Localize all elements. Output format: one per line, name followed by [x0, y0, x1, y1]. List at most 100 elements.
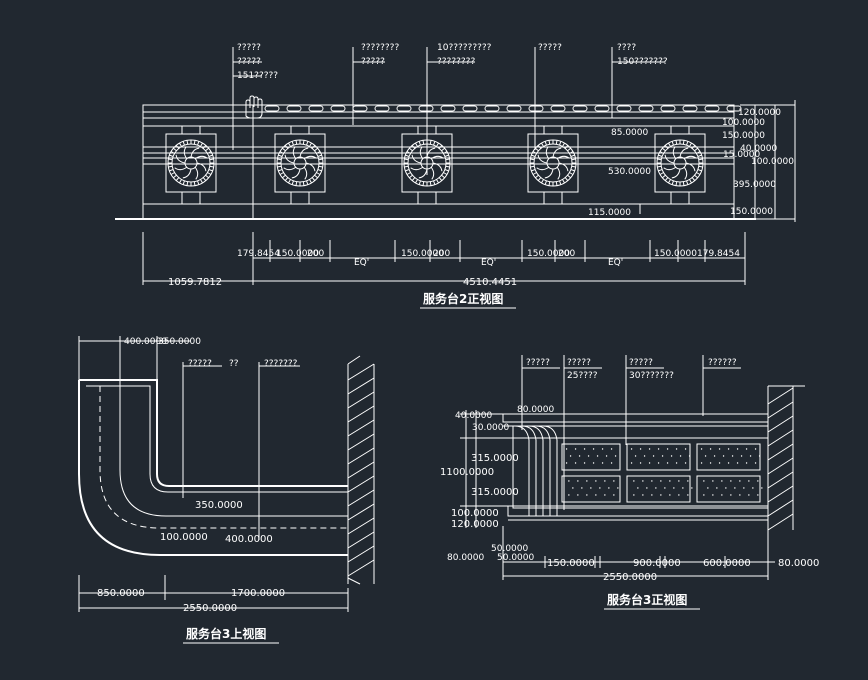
medallion-tick: [555, 140, 558, 145]
medallion-tick: [314, 174, 318, 179]
medallion-tick: [531, 169, 536, 172]
medallion-tick: [186, 140, 189, 145]
panel-dot: [565, 448, 568, 450]
medallion-petal: [283, 166, 297, 171]
panel-dot: [583, 462, 586, 464]
callout-f3-2: ?????: [567, 358, 591, 368]
panel-dot: [679, 455, 682, 457]
medallion-tick: [562, 142, 565, 147]
callout-f2-5: ?????: [361, 57, 385, 67]
medallion-tick: [205, 174, 209, 179]
medallion-tick: [409, 147, 413, 152]
panel-dot: [700, 462, 703, 464]
panel-dot: [583, 448, 586, 450]
panel-dot: [743, 487, 745, 489]
wall-hatch: [347, 363, 375, 381]
wall-hatch: [347, 447, 375, 465]
medallion-petal: [685, 162, 696, 172]
panel-dot: [754, 448, 757, 450]
medallion-petal: [183, 146, 188, 160]
panel-dot: [657, 462, 660, 464]
medallion-tick: [444, 169, 449, 172]
dim-t3-5: 400.0000: [225, 534, 273, 545]
panel-dot: [652, 455, 655, 457]
callout-t3-3: ???????: [264, 359, 298, 369]
dim-t3-2: 350.0000: [158, 337, 201, 347]
dim-f2-r1: 120.0000: [738, 108, 781, 118]
medallion-tick: [202, 145, 207, 149]
medallion-tick: [318, 165, 323, 168]
panel-dot: [655, 487, 657, 489]
medallion-tick: [659, 151, 664, 154]
panel-dot: [604, 480, 606, 482]
medallion-tick: [209, 158, 214, 161]
medallion-tick: [316, 172, 321, 175]
panel-dot: [614, 455, 617, 457]
medallion-center: [546, 156, 560, 170]
medallion-tick: [406, 172, 411, 175]
panel-dot: [736, 448, 739, 450]
callout-f2-4: ????????: [361, 43, 399, 53]
panel-dot: [586, 494, 588, 496]
medallion-ring-inner: [533, 143, 573, 183]
medallion-tick: [291, 141, 294, 146]
medallion-tick: [570, 169, 575, 172]
medallion-cap: [290, 125, 310, 135]
medallion-tick: [675, 140, 678, 145]
medallion-petal: [537, 154, 548, 164]
dim-f3-b4: 80.0000: [778, 558, 819, 569]
wall-hatch: [347, 545, 375, 563]
medallion-petal: [683, 155, 697, 160]
wall-hatch: [767, 401, 794, 419]
dim-t3-6: 850.0000: [97, 588, 145, 599]
decor-oval: [462, 105, 478, 112]
panel-dot: [610, 462, 613, 464]
panel-dot: [637, 487, 639, 489]
panel-dot: [574, 462, 577, 464]
medallion-tick: [197, 180, 200, 185]
decor-oval: [594, 105, 610, 112]
medallion-tick: [169, 169, 174, 172]
decor-oval: [308, 105, 324, 112]
panel-dot: [718, 448, 721, 450]
dim-f3-l1: 80.0000: [517, 405, 554, 415]
medallion-tick: [311, 177, 316, 181]
dim-f3-l3: 30.0000: [472, 423, 509, 433]
medallion-tick: [404, 158, 409, 161]
wall-hatch: [347, 391, 375, 409]
panel-dot: [749, 455, 752, 457]
medallion-petal: [430, 155, 444, 160]
medallion-tick: [535, 147, 539, 152]
panel-dot: [599, 487, 601, 489]
panel-dot: [595, 494, 597, 496]
dim-t3-1: 400.0000: [124, 337, 167, 347]
callout-f2-10: 150???????: [617, 57, 668, 67]
panel-dot: [651, 480, 653, 482]
medallion-tick: [418, 141, 421, 146]
wall-hatch: [347, 475, 375, 493]
dim-f3-total: 2550.0000: [603, 572, 657, 583]
decor-oval: [682, 105, 698, 112]
dim-f2-r6: 15.0000: [723, 150, 760, 160]
panel-dot: [736, 462, 739, 464]
medallion-tick: [173, 174, 177, 179]
wall-hatch: [347, 405, 375, 423]
decor-oval: [704, 105, 720, 112]
medallion-tick: [675, 181, 678, 186]
medallion-ring-inner: [171, 143, 211, 183]
panel-dot: [745, 448, 748, 450]
front-view-2: ????? ????? 151????? ???????? ????? 10??…: [115, 43, 796, 309]
medallion-ring-inner: [280, 143, 320, 183]
medallion-tick: [436, 179, 439, 184]
panel-dot: [740, 455, 743, 457]
dim-f2-b11: 150.0000: [654, 249, 697, 259]
panel-dot: [687, 494, 689, 496]
panel-dot: [605, 455, 608, 457]
medallion-petal: [419, 146, 424, 160]
callout-f2-3: 151?????: [237, 71, 278, 81]
top-view-3: 400.0000 350.0000 ????? ?? ??????? 350.0…: [78, 336, 375, 644]
medallion-tick: [168, 158, 173, 161]
medallion-tick: [279, 172, 284, 175]
medallion-tick: [445, 158, 450, 161]
